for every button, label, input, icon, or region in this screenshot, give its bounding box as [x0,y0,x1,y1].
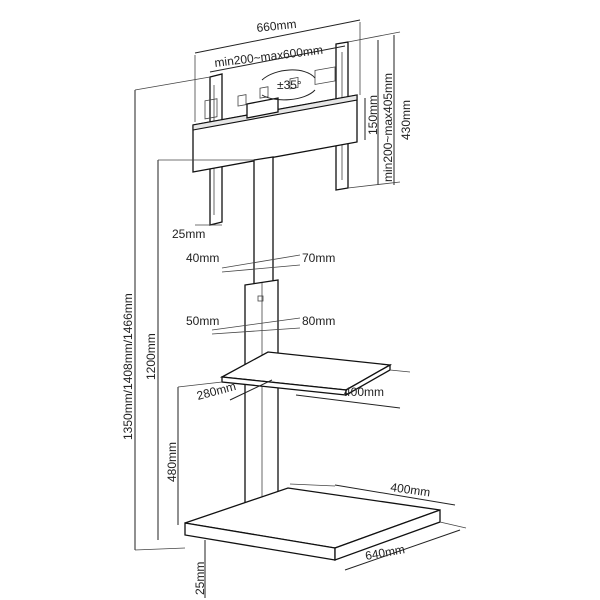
label-base-thickness: 25mm [193,562,207,595]
stand-pole [244,156,279,521]
label-pole-upper-inner: 40mm [186,251,219,265]
label-bracket-height: 430mm [399,100,413,140]
label-shelf-height: 480mm [165,442,179,482]
label-base-width: 640mm [364,542,406,563]
label-width-660: 660mm [256,17,297,35]
label-shelf-top-height: 1200mm [144,333,158,380]
label-bracket-bottom: 25mm [172,227,205,241]
label-bracket-offset: 150mm [366,95,380,135]
tv-mount-bracket [192,41,358,226]
label-shelf-width: 400mm [344,385,384,399]
glass-shelf [219,351,393,397]
dimension-lines [134,19,467,598]
label-vesa-width: min200~max600mm [214,43,324,70]
label-pole-lower-outer: 80mm [302,314,335,328]
label-pole-lower-inner: 50mm [186,314,219,328]
label-total-height: 1350mm/1408mm/1466mm [121,293,135,440]
label-base-depth: 400mm [390,480,432,499]
label-tilt: ±35° [277,78,302,92]
label-vesa-height: min200~max405mm [381,73,395,182]
label-pole-upper-outer: 70mm [302,251,335,265]
